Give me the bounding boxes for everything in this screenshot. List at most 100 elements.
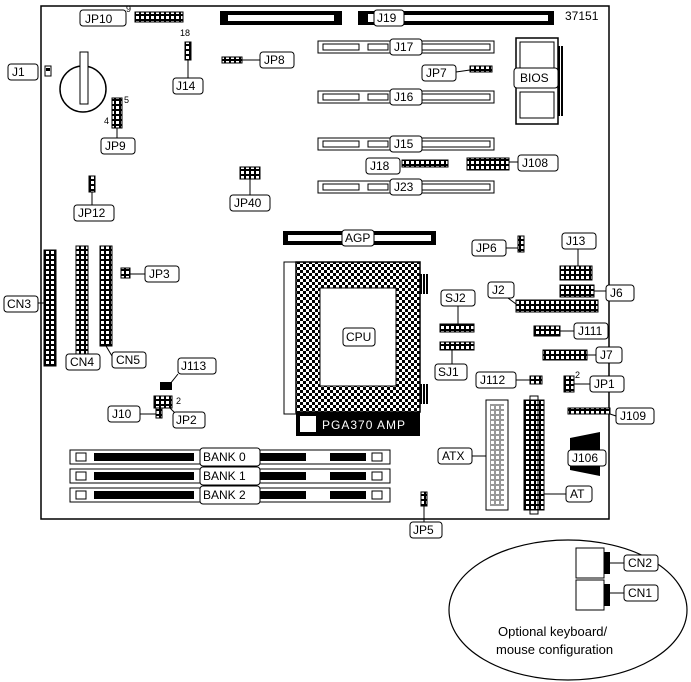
jp3-jumper: JP3 — [120, 265, 180, 283]
jp9-jumper: 5 4 JP9 — [100, 95, 136, 155]
labels-j111-label: J111 — [578, 324, 603, 338]
at-power: AT — [523, 395, 593, 515]
labels-agp-label: AGP — [345, 231, 370, 245]
pci-slot-j17: J17 — [317, 38, 495, 56]
labels-cpu-label: CPU — [346, 330, 371, 344]
pin_numbers-j14_pin-label: 18 — [180, 28, 190, 38]
labels-jp5-label: JP5 — [413, 523, 434, 537]
pci-slot-j16: J16 — [317, 88, 495, 106]
jp8-jumper: JP8 — [221, 51, 295, 69]
j109-header: J109 — [567, 407, 655, 425]
board-id: 37151 — [565, 9, 599, 23]
labels-j6-label: J6 — [610, 286, 623, 300]
labels-cn5-label: CN5 — [116, 353, 140, 367]
j19-slot: J19 — [220, 9, 554, 27]
caption-line-1: Optional keyboard/ — [498, 624, 608, 639]
labels-cn2-label: CN2 — [628, 556, 652, 570]
pin_numbers-jp2_pin-label: 2 — [176, 396, 181, 406]
jp7-jumper: JP7 — [421, 64, 493, 82]
labels-j113-label: J113 — [181, 359, 206, 373]
j18-header: J18 — [365, 157, 449, 175]
jp10-header: JP10 9 — [79, 4, 184, 27]
memory-bank-0: BANK 0 — [69, 447, 391, 467]
labels-j17-label: J17 — [394, 40, 414, 54]
j6-header: J6 — [559, 284, 635, 302]
labels-jp1-label: JP1 — [594, 377, 615, 391]
sj1-jumper: SJ1 — [434, 341, 475, 381]
labels-j106-label: J106 — [572, 451, 598, 465]
sj2-jumper: SJ2 — [439, 289, 476, 333]
j1-jumper: J1 — [7, 63, 52, 81]
labels-j1-label: J1 — [12, 65, 25, 79]
jp1-jumper: 2 JP1 — [563, 370, 625, 393]
board-outline — [40, 5, 610, 520]
labels-bios-label: BIOS — [520, 71, 549, 85]
labels-jp2-label: JP2 — [176, 413, 197, 427]
memory-bank-2: BANK 2 — [69, 485, 391, 505]
j2-header: J2 — [487, 281, 599, 313]
j111-header: J111 — [533, 322, 609, 340]
labels-bank2-label: BANK 2 — [203, 488, 246, 502]
memory-bank-1: BANK 1 — [69, 466, 391, 486]
pci-slot-j15: J15 — [317, 135, 495, 153]
labels-atx-label: ATX — [442, 449, 464, 463]
cpu-socket: CPU PGA370 AMP — [283, 261, 428, 436]
jp6-jumper: JP6 — [471, 235, 525, 257]
bios-chip: BIOS — [513, 37, 563, 125]
labels-sj2-label: SJ2 — [445, 291, 466, 305]
labels-jp12-label: JP12 — [78, 206, 106, 220]
labels-bank0-label: BANK 0 — [203, 450, 246, 464]
pin_numbers-jp10_pin-label: 9 — [126, 4, 131, 14]
agp-slot: AGP — [283, 229, 436, 247]
cn3-connector: CN3 — [3, 249, 57, 367]
labels-cn1-label: CN1 — [628, 586, 652, 600]
jp5-jumper: JP5 — [409, 491, 443, 539]
pin_numbers-jp9_side-label: 4 — [104, 116, 109, 126]
labels-j108-label: J108 — [522, 156, 548, 170]
atx-power: ATX — [437, 399, 509, 511]
jp12-jumper: JP12 — [73, 175, 115, 222]
labels-j7-label: J7 — [600, 348, 613, 362]
labels-j19-label: J19 — [377, 11, 397, 25]
labels-jp9-label: JP9 — [105, 139, 126, 153]
caption-line-2: mouse configuration — [496, 642, 613, 657]
cn4-connector: CN4 — [65, 245, 101, 371]
labels-sj1-label: SJ1 — [438, 365, 459, 379]
labels-cn4-label: CN4 — [70, 355, 94, 369]
labels-at-label: AT — [570, 487, 585, 501]
cn5-connector: CN5 — [99, 245, 147, 369]
labels-j14-label: J14 — [176, 79, 196, 93]
j112-header: J112 — [475, 371, 543, 389]
labels-j13-label: J13 — [566, 234, 586, 248]
labels-j10-label: J10 — [112, 407, 132, 421]
labels-bank1-label: BANK 1 — [203, 469, 246, 483]
j14-header: 18 J14 — [172, 28, 204, 95]
j113-header: J113 — [160, 357, 217, 390]
labels-j2-label: J2 — [492, 283, 505, 297]
j7-header: J7 — [542, 346, 623, 364]
j13-header: J13 — [559, 232, 597, 281]
labels-jp7-label: JP7 — [426, 66, 447, 80]
labels-jp40-label: JP40 — [234, 196, 262, 210]
labels-j16-label: J16 — [394, 90, 414, 104]
j106-connector: J106 — [567, 432, 607, 476]
labels-cn3-label: CN3 — [7, 297, 31, 311]
labels-jp6-label: JP6 — [476, 241, 497, 255]
labels-j18-label: J18 — [370, 159, 390, 173]
pci-slot-j23: J23 — [317, 178, 495, 196]
labels-jp3-label: JP3 — [149, 267, 170, 281]
labels-jp8-label: JP8 — [264, 53, 285, 67]
jp2-jumper: 2 JP2 — [153, 395, 206, 429]
cpu-socket-label: PGA370 AMP — [322, 418, 406, 432]
jp40-jumper: JP40 — [229, 166, 271, 212]
labels-jp10-label: JP10 — [85, 12, 113, 26]
labels-j15-label: J15 — [394, 137, 414, 151]
battery — [59, 51, 107, 113]
j108-header: J108 — [466, 154, 559, 172]
labels-j23-label: J23 — [394, 180, 414, 194]
labels-j109-label: J109 — [620, 409, 646, 423]
pin_numbers-jp1_pin-label: 2 — [575, 370, 580, 380]
labels-j112-label: J112 — [480, 373, 505, 387]
optional-keyboard-mouse-callout: CN2 CN1 Optional keyboard/ mouse configu… — [448, 539, 688, 681]
